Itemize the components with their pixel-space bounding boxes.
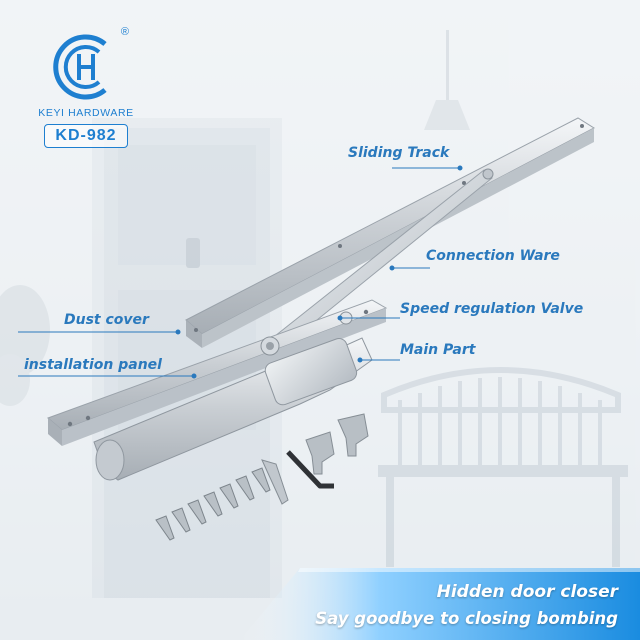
label-installation-panel: installation panel [24, 357, 162, 373]
model-number: KD-982 [44, 124, 128, 148]
label-main-part: Main Part [400, 342, 476, 358]
label-sliding-track: Sliding Track [348, 145, 450, 161]
banner-headline: Hidden door closer [436, 582, 618, 602]
callout-lines [18, 165, 463, 379]
brand-block: ® KEYI HARDWARE KD-982 [36, 26, 136, 148]
label-connection-ware: Connection Ware [426, 248, 560, 264]
main-body [93, 311, 373, 481]
brand-name: KEYI HARDWARE [38, 107, 134, 119]
brand-logo-icon: ® [49, 26, 129, 104]
registered-mark: ® [120, 26, 129, 38]
accessories [155, 413, 369, 541]
banner-tagline: Say goodbye to closing bombing [315, 609, 618, 628]
label-speed-valve: Speed regulation Valve [400, 301, 584, 317]
label-dust-cover: Dust cover [64, 312, 149, 328]
banner-background [240, 568, 640, 640]
bottom-banner: Hidden door closer Say goodbye to closin… [0, 568, 640, 640]
